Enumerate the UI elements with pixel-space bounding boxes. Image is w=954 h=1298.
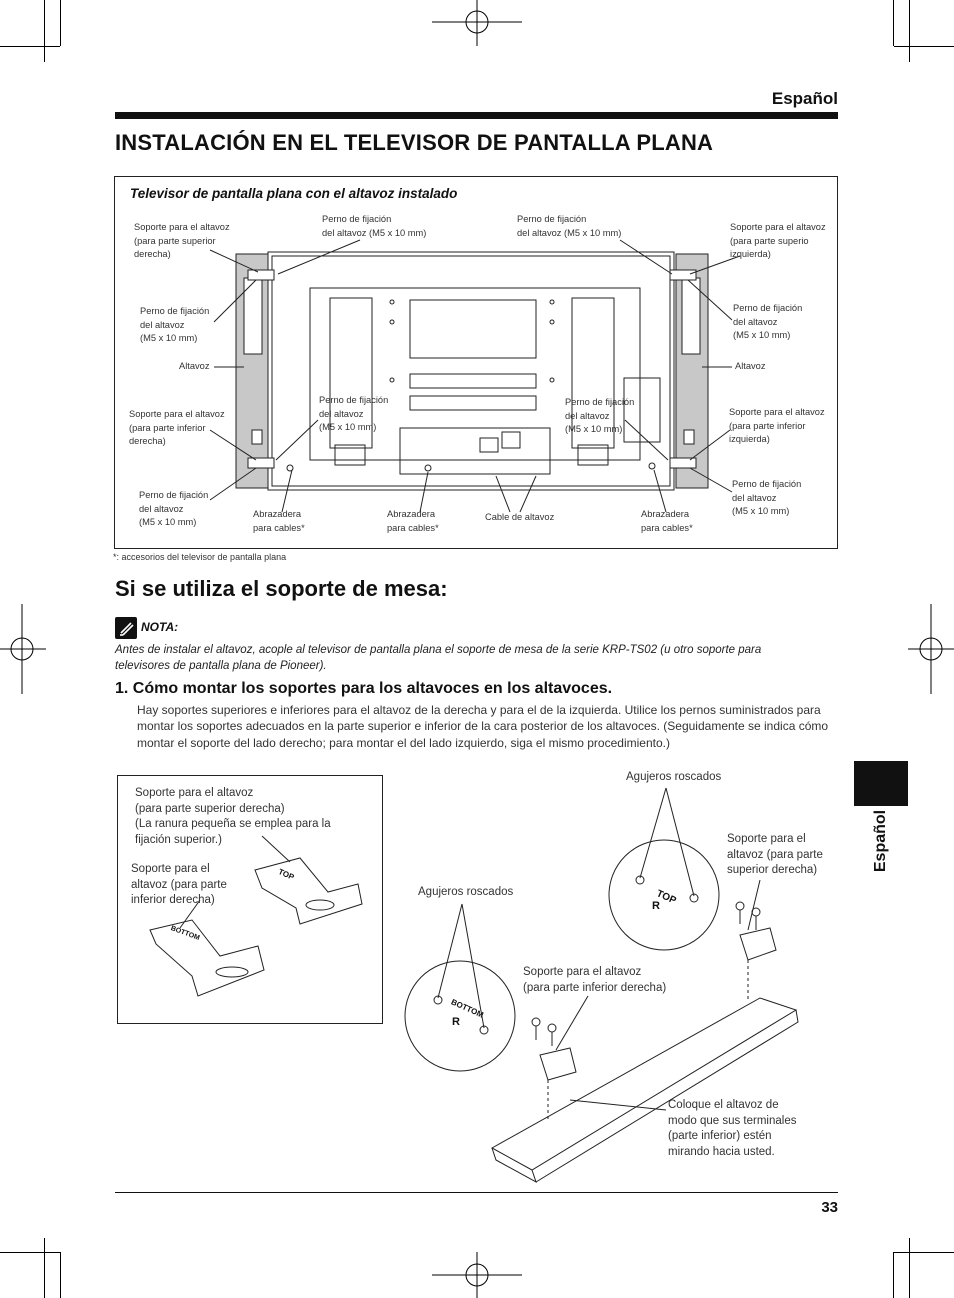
crop-mark: [60, 1252, 61, 1298]
section-title: Si se utiliza el soporte de mesa:: [115, 576, 448, 601]
footer-rule: [115, 1192, 838, 1193]
note-pencil-icon: [115, 617, 137, 639]
note-label: NOTA:: [141, 620, 179, 634]
figure-box: [114, 176, 838, 549]
crop-mark: [909, 1238, 910, 1298]
label-bolt-left-lower: Perno de fijación del altavoz (M5 x 10 m…: [139, 490, 209, 527]
label-speaker-left: Altavoz: [179, 361, 210, 371]
label-speaker-cable: Cable de altavoz: [485, 512, 555, 522]
side-tab-label: Español: [872, 809, 889, 873]
header-rule: [115, 112, 838, 119]
crop-mark: [44, 0, 45, 62]
label-bolt-right-lower: Perno de fijación del altavoz (M5 x 10 m…: [732, 479, 802, 516]
label-lower-bracket: Soporte para el altavoz (para parte infe…: [131, 863, 227, 906]
label-bolt-center-left: Perno de fijación del altavoz (M5 x 10 m…: [319, 395, 389, 432]
label-clamp-1: Abrazadera para cables*: [253, 509, 305, 533]
label-bracket-bottom-right: Soporte para el altavoz (para parte infe…: [129, 409, 225, 446]
label-bolt-right-upper: Perno de fijación del altavoz (M5 x 10 m…: [733, 303, 803, 340]
page-title: INSTALACIÓN EN EL TELEVISOR DE PANTALLA …: [115, 130, 714, 155]
stamp-r-zoom-bottom: R: [452, 1016, 460, 1028]
label-bracket-top-right: Soporte para el altavoz (para parte supe…: [134, 222, 230, 259]
step-title: 1. Cómo montar los soportes para los alt…: [115, 680, 613, 697]
stamp-r-zoom: R: [652, 900, 660, 912]
language-header: Español: [771, 89, 838, 108]
crop-mark: [909, 0, 910, 62]
figure-footnote: *: accesorios del televisor de pantalla …: [113, 552, 287, 562]
label-clamp-3: Abrazadera para cables*: [641, 509, 693, 533]
crop-mark: [60, 0, 61, 46]
label-clamp-2: Abrazadera para cables*: [387, 509, 439, 533]
label-lower-bracket-mid: Soporte para el altavoz (para parte infe…: [523, 966, 667, 994]
crop-mark: [894, 46, 954, 47]
figure-title: Televisor de pantalla plana con el altav…: [130, 186, 458, 201]
label-upper-bracket: Soporte para el altavoz (para parte supe…: [135, 787, 331, 846]
label-threaded-holes-top: Agujeros roscados: [626, 771, 722, 783]
label-bolt-left-upper: Perno de fijación del altavoz (M5 x 10 m…: [140, 306, 210, 343]
crop-mark: [893, 1252, 894, 1298]
label-bolt-center-right: Perno de fijación del altavoz (M5 x 10 m…: [565, 397, 635, 434]
note-text: Antes de instalar el altavoz, acople al …: [115, 644, 762, 672]
label-bracket-bottom-left: Soporte para el altavoz (para parte infe…: [729, 407, 825, 444]
page-number: 33: [821, 1199, 838, 1216]
label-bolt-top-left: Perno de fijación del altavoz (M5 x 10 m…: [322, 214, 427, 238]
crop-mark: [0, 1252, 60, 1253]
label-bolt-top-mid: Perno de fijación del altavoz (M5 x 10 m…: [517, 214, 622, 238]
bracket-assembly-diagram: [149, 787, 799, 1184]
label-threaded-holes-left: Agujeros roscados: [418, 886, 514, 898]
crop-mark: [0, 46, 60, 47]
label-bracket-top-left: Soporte para el altavoz (para parte supe…: [730, 222, 826, 259]
crop-mark: [44, 1238, 45, 1298]
brackets-figure-box: [117, 775, 383, 1024]
label-speaker-right: Altavoz: [735, 361, 766, 371]
crop-mark: [893, 0, 894, 46]
step-text: Hay soportes superiores e inferiores par…: [137, 703, 829, 750]
tv-rear-diagram: [209, 239, 741, 513]
label-upper-bracket-right: Soporte para el altavoz (para parte supe…: [727, 833, 823, 876]
crop-mark: [894, 1252, 954, 1253]
side-tab: [854, 761, 908, 806]
label-place-speaker: Coloque el altavoz de modo que sus termi…: [668, 1099, 797, 1158]
